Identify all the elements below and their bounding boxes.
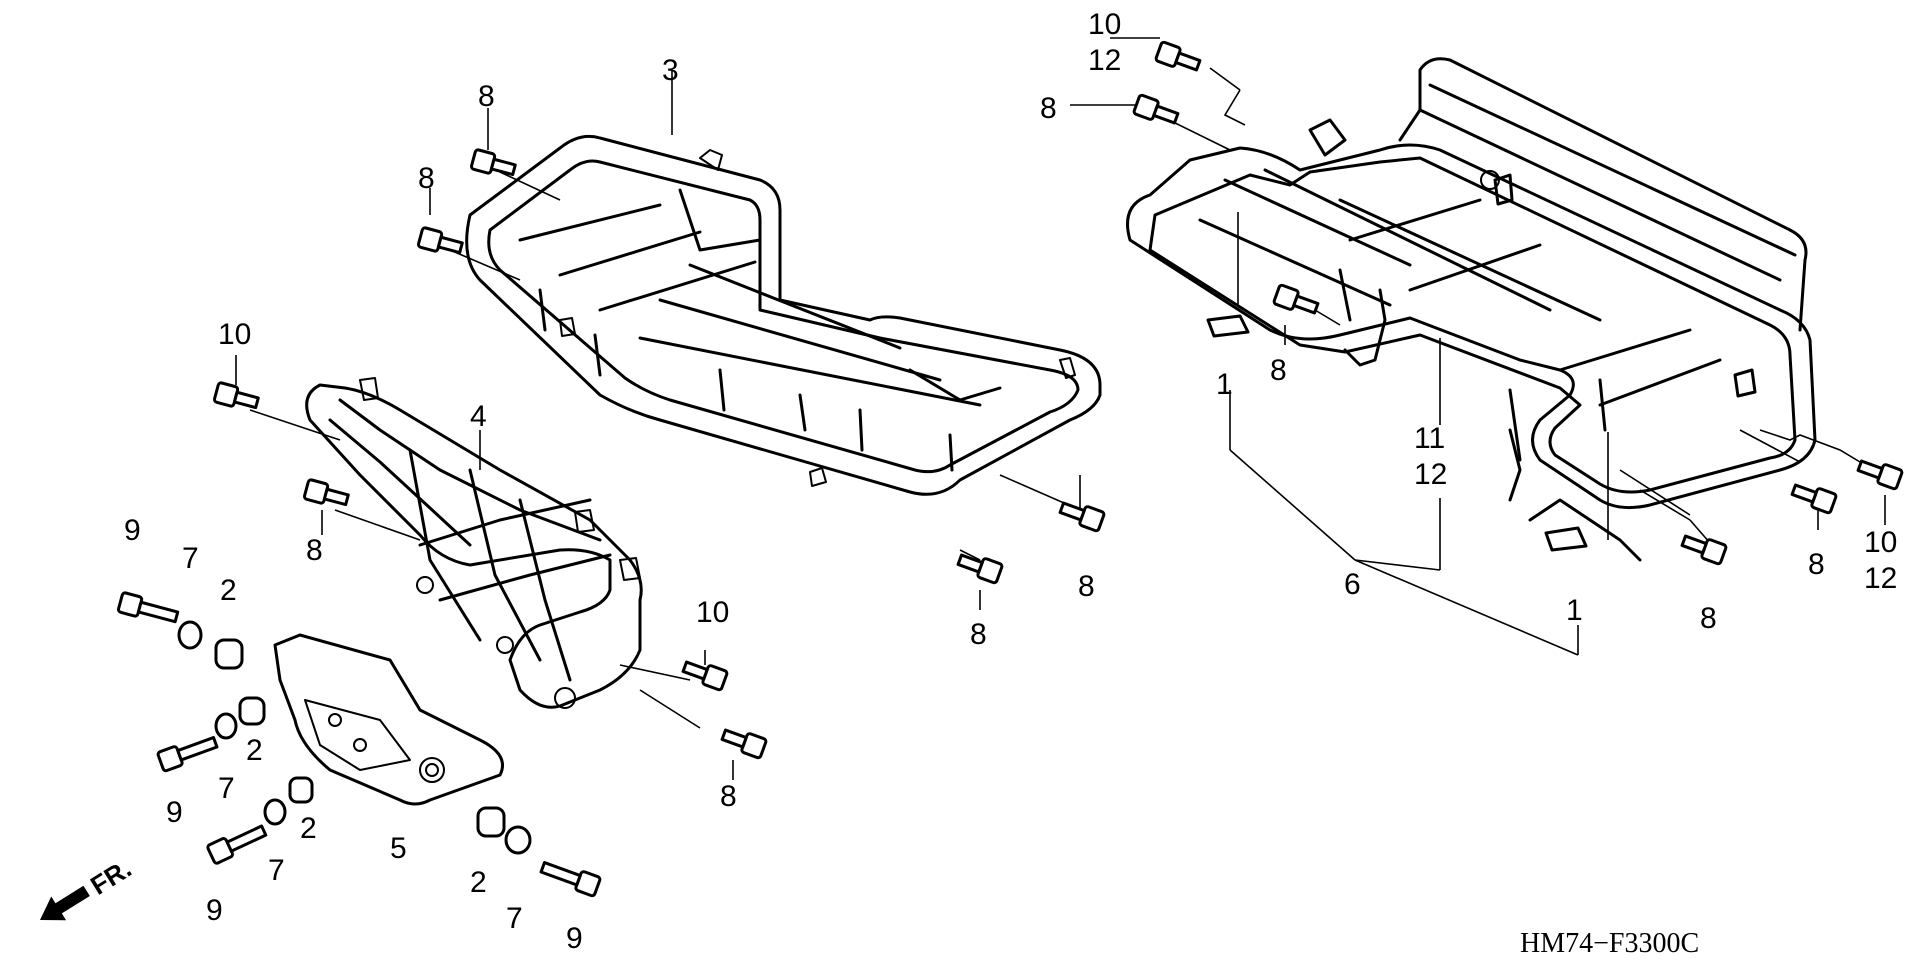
bolt-icon — [720, 728, 768, 760]
bolt-icon — [681, 660, 729, 692]
callout-8: 8 — [970, 618, 987, 651]
callout-7: 7 — [218, 772, 235, 805]
bolt-icon — [116, 591, 180, 624]
callout-7: 7 — [182, 542, 199, 575]
front-direction-arrow: FR. — [40, 853, 137, 921]
bolt-icon — [212, 381, 260, 410]
callout-2: 2 — [470, 866, 487, 899]
callout-8: 8 — [1078, 570, 1095, 603]
callout-12: 12 — [1414, 458, 1447, 491]
grommet-icon — [1206, 314, 1588, 552]
callout-12: 12 — [1088, 44, 1121, 77]
carrier-assembly-6 — [1126, 57, 1817, 562]
callout-8: 8 — [478, 80, 495, 113]
callout-9: 9 — [206, 894, 223, 927]
callout-7: 7 — [268, 854, 285, 887]
callout-8: 8 — [1808, 548, 1825, 581]
washer-icon — [177, 620, 532, 855]
callout-1: 1 — [1566, 594, 1583, 627]
bolt-icon — [1790, 483, 1838, 515]
callout-labels: 10 12 8 3 8 8 10 4 8 9 7 2 2 9 7 2 9 7 5… — [124, 8, 1897, 955]
callout-2: 2 — [220, 574, 237, 607]
bolt-icon — [1856, 459, 1904, 491]
callout-4: 4 — [470, 400, 487, 433]
bolt-icon — [1058, 501, 1106, 533]
bolt-icon — [539, 861, 602, 898]
diagram-code: HM74−F3300C — [1520, 928, 1699, 959]
bolt-icon — [1272, 283, 1320, 315]
skid-plate-5 — [273, 633, 504, 806]
bolt-icon — [469, 148, 517, 177]
callout-2: 2 — [300, 812, 317, 845]
callout-5: 5 — [390, 832, 407, 865]
arrow-icon — [40, 885, 90, 921]
callout-10: 10 — [1864, 526, 1897, 559]
callout-7: 7 — [506, 902, 523, 935]
rear-carrier-3 — [465, 134, 1102, 496]
front-carrier-4 — [305, 377, 643, 709]
direction-label: FR. — [85, 853, 136, 901]
callout-8: 8 — [1700, 602, 1717, 635]
callout-10: 10 — [696, 596, 729, 629]
callout-6: 6 — [1344, 568, 1361, 601]
leader-lines — [235, 37, 1886, 780]
callout-11: 11 — [1414, 422, 1445, 455]
callout-9: 9 — [166, 796, 183, 829]
bolt-icon — [302, 478, 350, 507]
bolt-icon — [1132, 93, 1180, 125]
callout-8: 8 — [1270, 354, 1287, 387]
bolt-icon — [416, 226, 464, 255]
nut-icon — [214, 638, 506, 838]
bolt-icon — [206, 824, 268, 865]
callout-8: 8 — [306, 534, 323, 567]
callout-1: 1 — [1216, 368, 1233, 401]
callout-8: 8 — [1040, 92, 1057, 125]
callout-9: 9 — [124, 514, 141, 547]
callout-9: 9 — [566, 922, 583, 955]
callout-12: 12 — [1864, 562, 1897, 595]
bolt-icon — [1154, 40, 1202, 72]
fasteners — [116, 40, 1904, 898]
callout-2: 2 — [246, 734, 263, 767]
callout-8: 8 — [418, 162, 435, 195]
callout-10: 10 — [1088, 8, 1121, 41]
bolt-icon — [956, 553, 1004, 585]
bolt-icon — [1680, 534, 1728, 566]
callout-3: 3 — [662, 54, 679, 87]
bolt-icon — [156, 736, 219, 773]
callout-10: 10 — [218, 318, 251, 351]
callout-8: 8 — [720, 780, 737, 813]
